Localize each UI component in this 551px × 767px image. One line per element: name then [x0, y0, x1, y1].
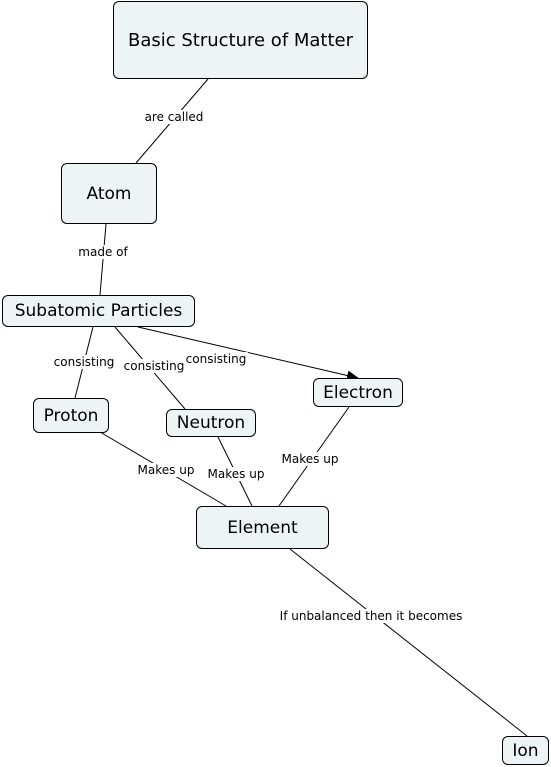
node-neutron[interactable]: Neutron: [166, 409, 256, 437]
node-subatomic-particles[interactable]: Subatomic Particles: [2, 295, 195, 327]
link-label-makes-up-neutron: Makes up: [206, 467, 266, 481]
link-label-consisting-electron: consisting: [184, 352, 248, 366]
node-ion[interactable]: Ion: [502, 736, 549, 765]
link-label-consisting-proton: consisting: [52, 355, 116, 369]
link-line-if-unbalanced: [289, 548, 528, 737]
node-atom[interactable]: Atom: [61, 163, 157, 224]
link-label-makes-up-electron: Makes up: [280, 452, 340, 466]
node-electron[interactable]: Electron: [313, 378, 403, 407]
link-line-consisting-electron: [137, 326, 359, 381]
link-label-makes-up-proton: Makes up: [136, 463, 196, 477]
node-element[interactable]: Element: [196, 506, 329, 549]
node-basic-structure-of-matter[interactable]: Basic Structure of Matter: [113, 1, 368, 79]
node-proton[interactable]: Proton: [33, 398, 109, 433]
link-label-made-of: made of: [77, 245, 129, 259]
link-label-if-unbalanced: If unbalanced then it becomes: [278, 609, 464, 623]
link-label-are-called: are called: [143, 110, 205, 124]
link-line-made-of: [99, 223, 107, 296]
link-label-consisting-neutron: consisting: [122, 359, 186, 373]
